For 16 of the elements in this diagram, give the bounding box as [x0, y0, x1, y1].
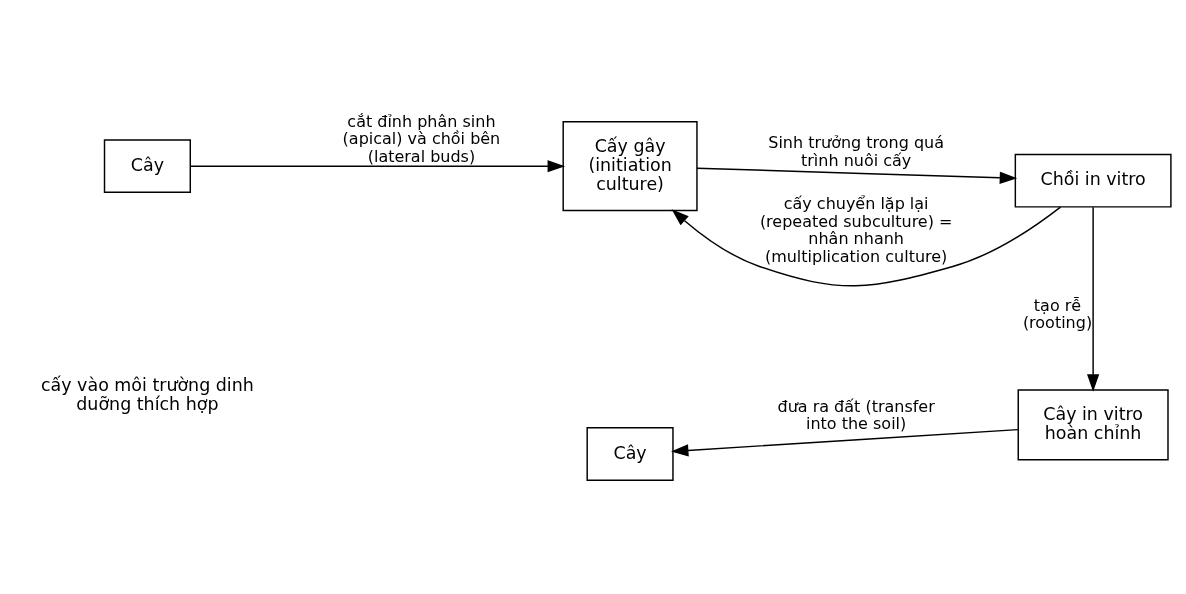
node-box: Chồi in vitro: [1014, 153, 1172, 208]
edge-label: Sinh trưởng trong quá trình nuôi cấy: [768, 133, 945, 170]
arrow: [671, 206, 1062, 287]
label: cấy vào môi trường dinh duỡng thích hợp: [40, 374, 254, 414]
edge-label: cấy chuyển lặp lại (repeated subculture) = nhân nhanh (multiplication culture): [759, 194, 953, 266]
node-box: Cấy gây (initiation culture): [562, 121, 698, 212]
arrow: [671, 428, 1019, 457]
node-box: Cây: [586, 427, 674, 481]
edge-label: cắt đỉnh phân sinh (apical) và chồi bên (lateral buds): [342, 111, 501, 166]
arrow: [1087, 206, 1100, 392]
node-box: Cây: [103, 139, 191, 194]
edge-label: đưa ra đất (transfer into the soil): [777, 396, 935, 434]
node-box: Cây in vitro hoàn chỉnh: [1017, 389, 1169, 461]
arrow: [696, 167, 1018, 184]
arrow: [189, 160, 566, 173]
edge-label: tạo rễ (rooting): [1022, 295, 1093, 333]
